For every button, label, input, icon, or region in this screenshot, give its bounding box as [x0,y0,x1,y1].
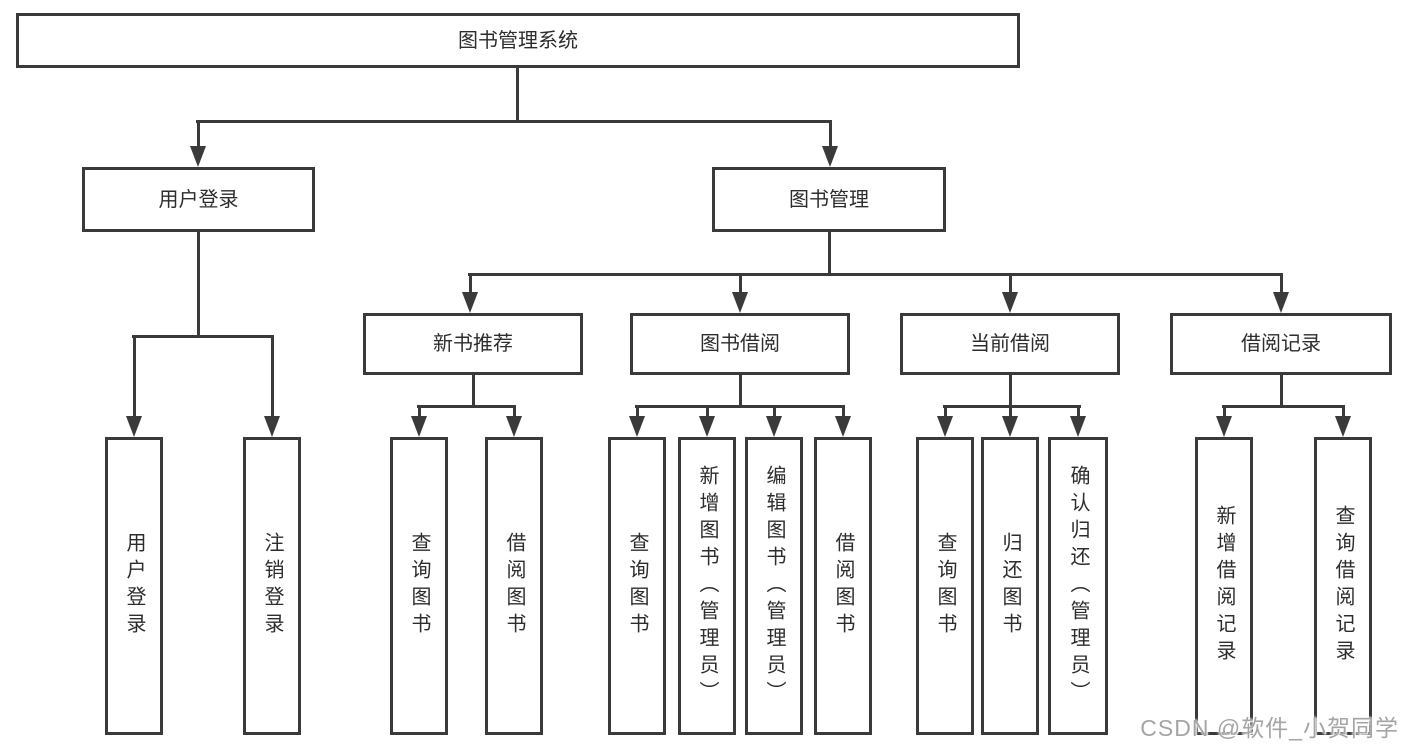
connector-drop [773,405,776,419]
leaf-label: 查询借阅记录 [1332,505,1354,667]
arrowhead [766,416,782,437]
arrowhead [506,416,522,437]
csdn-watermark: CSDN @软件_小贺同学 [1140,715,1399,741]
node-label: 当前借阅 [970,333,1050,355]
arrowhead [699,416,715,437]
connector-book-borrow-stem [739,375,742,405]
connector-drop [513,405,516,419]
arrowhead [937,416,953,437]
arrowhead [1002,416,1018,437]
leaf-label: 借阅图书 [832,532,854,640]
connector-drop [842,405,845,419]
arrowhead-new-books [462,292,478,313]
node-label: 图书借阅 [700,333,780,355]
leaf-add-borrow-record: 新增借阅记录 [1195,437,1253,735]
connector-user-login-stem [197,232,200,335]
connector-book-mgmt-stem [828,232,831,273]
leaf-label: 归还图书 [999,532,1021,640]
connector-book-mgmt-rail [468,273,1282,276]
connector-drop-book-mgmt [829,120,832,147]
node-current-borrow: 当前借阅 [900,313,1120,375]
arrowhead [1216,416,1232,437]
arrowhead-book-borrow [732,292,748,313]
connector-drop [706,405,709,419]
arrowhead-login-leaf [126,416,142,437]
connector-drop [1342,405,1345,419]
leaf-label: 新增图书（管理员） [696,464,718,708]
connector-drop-logout-leaf [271,335,274,417]
connector-root-stem [516,68,519,120]
leaf-confirm-return-admin: 确认归还（管理员） [1048,437,1108,735]
leaf-edit-books-admin: 编辑图书（管理员） [745,437,803,735]
connector-drop [636,405,639,419]
connector-drop-user-login [197,120,200,147]
leaf-label: 新增借阅记录 [1213,505,1235,667]
arrowhead [1070,416,1086,437]
connector-drop-book-borrow [739,273,742,293]
connector-drop [944,405,947,419]
leaf-label: 用户登录 [123,532,145,640]
arrowhead-user-login [190,146,206,167]
connector-new-books-stem [472,375,475,405]
node-book-management: 图书管理 [712,167,946,232]
node-borrow-records: 借阅记录 [1170,313,1392,375]
arrowhead [835,416,851,437]
node-label: 图书管理 [789,188,869,211]
leaf-label: 编辑图书（管理员） [763,464,785,708]
connector-drop-current-borrow [1009,273,1012,293]
connector-borrow-records-rail [1222,405,1345,408]
node-label: 图书管理系统 [458,29,578,52]
connector-book-borrow-rail [635,405,845,408]
connector-user-login-rail [132,335,273,338]
arrowhead-current-borrow [1002,292,1018,313]
arrowhead [629,416,645,437]
arrowhead-borrow-records [1273,292,1289,313]
leaf-label: 确认归还（管理员） [1067,464,1089,708]
connector-borrow-records-stem [1280,375,1283,405]
leaf-borrow-books: 借阅图书 [814,437,872,735]
connector-drop [418,405,421,419]
leaf-query-borrow-record: 查询借阅记录 [1314,437,1372,735]
connector-drop-new-books [469,273,472,293]
connector-drop-borrow-records [1280,273,1283,293]
arrowhead [411,416,427,437]
leaf-label: 查询图书 [408,532,430,640]
connector-current-borrow-stem [1009,375,1012,405]
leaf-query-books-current: 查询图书 [916,437,974,735]
node-new-book-recommend: 新书推荐 [363,313,583,375]
node-label: 借阅记录 [1241,333,1321,355]
node-user-login: 用户登录 [82,167,315,232]
leaf-query-books-recommend: 查询图书 [390,437,448,735]
connector-drop [1009,405,1012,419]
leaf-query-books-borrow: 查询图书 [608,437,666,735]
connector-drop [1223,405,1226,419]
connector-drop [1077,405,1080,419]
connector-root-rail [196,120,832,123]
leaf-label: 借阅图书 [503,532,525,640]
leaf-label: 注销登录 [261,532,283,640]
leaf-label: 查询图书 [626,532,648,640]
leaf-label: 查询图书 [934,532,956,640]
node-book-borrow: 图书借阅 [630,313,850,375]
arrowhead [1335,416,1351,437]
connector-drop-login-leaf [133,335,136,417]
leaf-return-books: 归还图书 [981,437,1039,735]
arrowhead-book-mgmt [822,146,838,167]
connector-new-books-rail [417,405,516,408]
leaf-add-books-admin: 新增图书（管理员） [678,437,736,735]
leaf-logout: 注销登录 [243,437,301,735]
arrowhead-logout-leaf [264,416,280,437]
leaf-user-login: 用户登录 [105,437,163,735]
node-label: 用户登录 [158,188,239,211]
leaf-borrow-books-recommend: 借阅图书 [485,437,543,735]
node-library-management-system: 图书管理系统 [16,13,1020,68]
connector-current-borrow-rail [943,405,1081,408]
node-label: 新书推荐 [433,333,513,355]
